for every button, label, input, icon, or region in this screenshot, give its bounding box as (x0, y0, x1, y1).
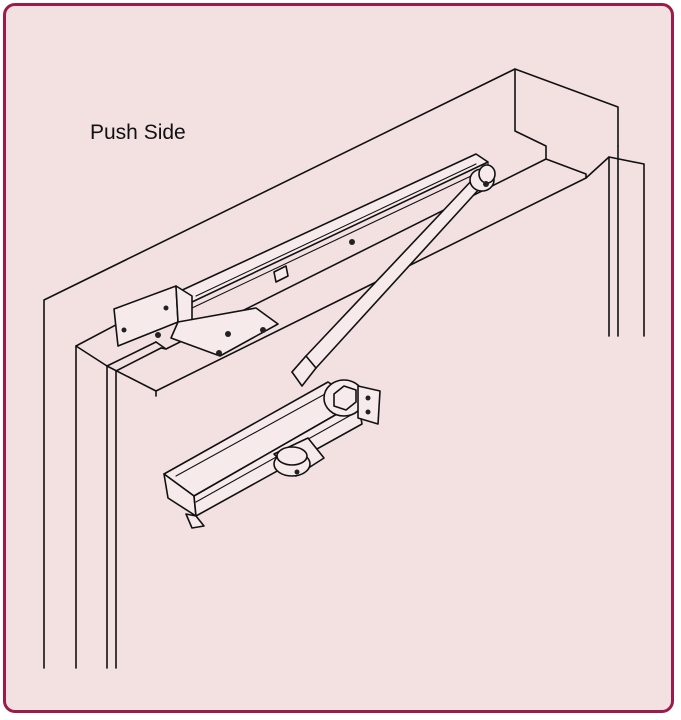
closer-arm (291, 164, 496, 387)
closer-body (163, 379, 381, 529)
door-leaf (106, 177, 587, 397)
push-side-label: Push Side (90, 121, 186, 144)
door-closer-illustration (43, 68, 645, 669)
door-frame (43, 68, 645, 669)
mounting-bracket (113, 285, 279, 357)
diagram-panel: Push Side (3, 3, 674, 713)
